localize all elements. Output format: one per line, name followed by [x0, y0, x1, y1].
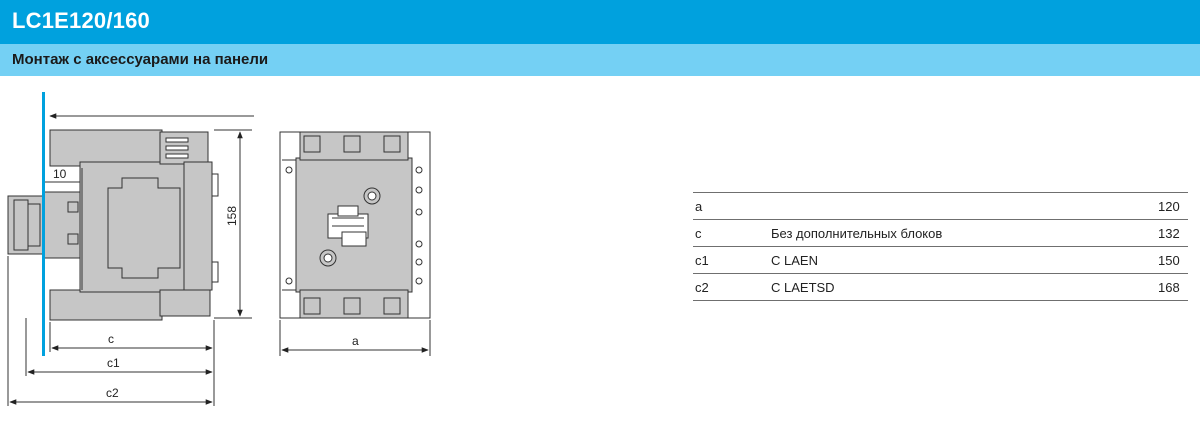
row-key: c1: [693, 246, 769, 274]
title-bar: LC1E120/160: [0, 0, 1200, 44]
section-title: Монтаж с аксессуарами на панели: [12, 51, 269, 68]
table-row: a 120: [693, 192, 1188, 220]
row-value: 120: [1156, 192, 1188, 220]
dim-label-c2: c2: [106, 386, 119, 400]
page-title: LC1E120/160: [12, 8, 150, 33]
row-value: 132: [1156, 219, 1188, 247]
row-description: С LAEN: [769, 246, 1156, 274]
row-description: Без дополнительных блоков: [769, 219, 1156, 247]
dim-label-a: a: [352, 334, 359, 348]
dim-label-158: 158: [225, 206, 239, 226]
front-view: [279, 131, 431, 356]
row-value: 150: [1156, 246, 1188, 274]
row-key: c2: [693, 273, 769, 301]
side-view: [7, 113, 254, 406]
row-key: c: [693, 219, 769, 247]
dim-label-c1: c1: [107, 356, 120, 370]
dim-label-c: c: [108, 332, 114, 346]
table-row: c2 С LAETSD 168: [693, 273, 1188, 301]
row-description: С LAETSD: [769, 273, 1156, 301]
row-key: a: [693, 192, 769, 220]
dimension-drawing: 10 158 c c1 c2 a: [7, 92, 431, 406]
table-row: c1 С LAEN 150: [693, 246, 1188, 274]
table-row: c Без дополнительных блоков 132: [693, 219, 1188, 247]
subtitle-bar: Монтаж с аксессуарами на панели: [0, 44, 1200, 76]
dimensions-table: a 120 c Без дополнительных блоков 132 c1…: [693, 192, 1188, 301]
dim-label-10: 10: [53, 167, 67, 181]
mounting-panel-line: [42, 92, 45, 356]
row-value: 168: [1156, 273, 1188, 301]
row-description: [769, 192, 1156, 220]
